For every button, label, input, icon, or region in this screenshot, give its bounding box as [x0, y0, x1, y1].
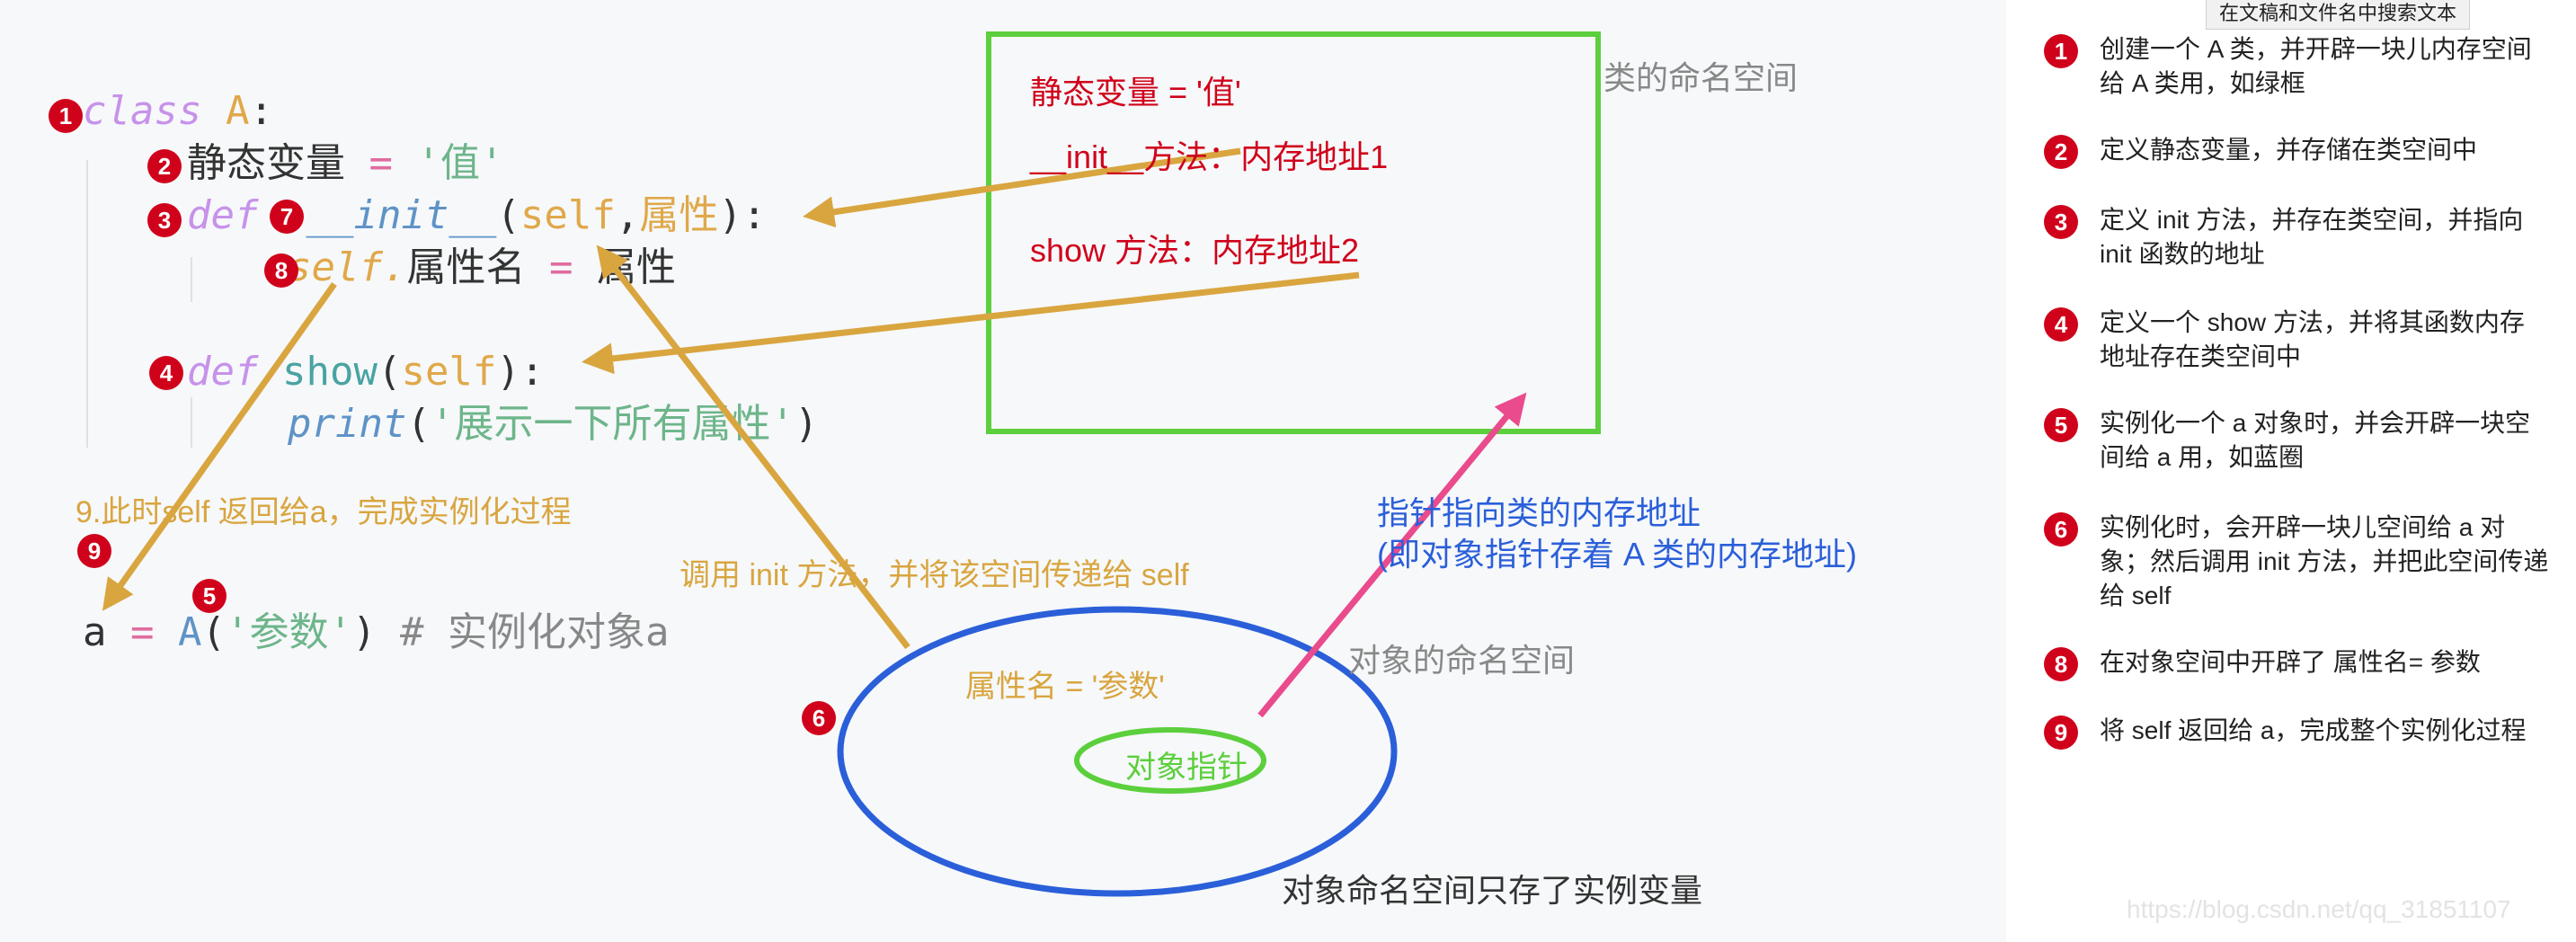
object-namespace-caption: 对象命名空间只存了实例变量 [1282, 872, 1703, 909]
paren: ) [351, 609, 377, 655]
arrow-object-pointer [1257, 392, 1527, 718]
step-badge: 4 [149, 356, 183, 390]
keyword: class [83, 88, 202, 134]
arrow-call-init [596, 244, 910, 650]
note-badge: 6 [2044, 512, 2078, 547]
string: '参数' [226, 609, 352, 655]
static-var: 静态变量 [187, 140, 345, 186]
note-badge: 5 [2044, 408, 2078, 442]
operator: = [548, 244, 573, 290]
paren: ( [201, 609, 227, 655]
arrow-init-address [803, 147, 1241, 228]
paren: ): [496, 349, 545, 395]
note-item: 实例化时，会开辟一块儿空间给 a 对象；然后调用 init 方法，并把此空间传递… [2100, 513, 2549, 609]
step-badge: 9 [77, 534, 111, 568]
class-call: A [178, 609, 202, 655]
step-badge: 1 [49, 99, 83, 133]
pointer-annotation-2: (即对象指针存着 A 类的内存地址) [1377, 536, 1858, 573]
keyword: def [187, 349, 259, 395]
step-badge: 2 [147, 149, 182, 183]
class-namespace-label: 类的命名空间 [1603, 59, 1799, 96]
class-init-address: __init__方法：内存地址1 [1030, 138, 1389, 175]
paren: ): [718, 192, 767, 238]
code-line-print: print('展示一下所有属性') [288, 399, 818, 449]
object-pointer-label: 对象指针 [1125, 751, 1248, 785]
note-item: 定义 init 方法，并存在类空间，并指向 init 函数的地址 [2100, 206, 2524, 268]
step-badge: 8 [264, 253, 298, 288]
note-badge: 1 [2044, 34, 2078, 68]
note-badge: 2 [2044, 135, 2078, 169]
object-pointer-ellipse [1074, 727, 1266, 794]
attr-name: 属性名 [406, 244, 526, 290]
attr-param: 属性 [639, 192, 719, 238]
self-ref: self. [288, 244, 407, 290]
operator: = [130, 609, 155, 655]
search-tooltip: 在文稿和文件名中搜索文本 [2206, 0, 2471, 30]
note-item: 将 self 返回给 a，完成整个实例化过程 [2100, 716, 2527, 744]
operator: = [369, 140, 394, 186]
code-line-instantiate: a = A('参数') # 实例化对象a [83, 608, 669, 658]
function-name: __init__ [306, 192, 497, 238]
note-badge: 4 [2044, 307, 2078, 342]
indent-guide [191, 257, 192, 302]
step-badge: 5 [192, 579, 227, 613]
note-item: 定义静态变量，并存储在类空间中 [2100, 136, 2478, 164]
indent-guide [86, 160, 88, 448]
function-name: show [281, 349, 378, 395]
note-badge: 9 [2044, 715, 2078, 750]
comment: # 实例化对象a [399, 609, 670, 655]
note-item: 创建一个 A 类，并开辟一块儿内存空间给 A 类用，如绿框 [2100, 35, 2532, 97]
pointer-annotation-1: 指针指向类的内存地址 [1377, 494, 1701, 531]
note-item: 实例化一个 a 对象时，并会开辟一块空间给 a 用，如蓝圈 [2100, 409, 2531, 471]
note-badge: 8 [2044, 647, 2078, 681]
call-init-annotation: 调用 init 方法，并将该空间传递给 self [680, 558, 1189, 592]
paren: ( [377, 349, 402, 395]
class-show-address: show 方法：内存地址2 [1030, 232, 1360, 269]
paren: ) [794, 401, 819, 447]
arrow-show-address [582, 271, 1360, 375]
paren: ( [406, 401, 431, 447]
code-line-static: 静态变量 = '值' [187, 138, 503, 189]
function-name: print [288, 401, 407, 447]
code-line-init: def __init__(self,属性): [187, 191, 766, 241]
comma: , [615, 192, 640, 238]
object-namespace-ellipse [837, 606, 1398, 897]
watermark: https://blog.csdn.net/qq_31851107 [2127, 895, 2511, 923]
self-param: self [520, 192, 616, 238]
notes-panel [2006, 0, 2576, 942]
keyword: def [187, 192, 259, 238]
object-namespace-label: 对象的命名空间 [1348, 642, 1576, 679]
string: '值' [416, 140, 504, 186]
code-line-class: class A: [83, 86, 273, 137]
note-item: 定义一个 show 方法，并将其函数内存地址存在类空间中 [2100, 308, 2525, 370]
paren: ( [496, 192, 520, 238]
step-badge: 7 [270, 200, 304, 234]
class-name: A [225, 88, 250, 134]
self-param: self [401, 349, 497, 395]
step-badge: 6 [802, 701, 836, 735]
class-static-var: 静态变量 = '值' [1030, 74, 1241, 111]
object-attr: 属性名 = '参数' [965, 670, 1165, 704]
variable: a [83, 609, 107, 655]
step9-annotation: 9.此时self 返回给a，完成实例化过程 [76, 495, 572, 529]
code-line-assign: self.属性名 = 属性 [288, 243, 676, 293]
class-namespace-box [986, 31, 1601, 434]
code-line-show: def show(self): [187, 347, 544, 397]
arrow-return-self [102, 281, 337, 611]
colon: : [249, 88, 273, 134]
note-item: 在对象空间中开辟了 属性名= 参数 [2100, 648, 2481, 676]
indent-guide [191, 397, 192, 448]
note-badge: 3 [2044, 205, 2078, 239]
step-badge: 3 [147, 203, 182, 237]
